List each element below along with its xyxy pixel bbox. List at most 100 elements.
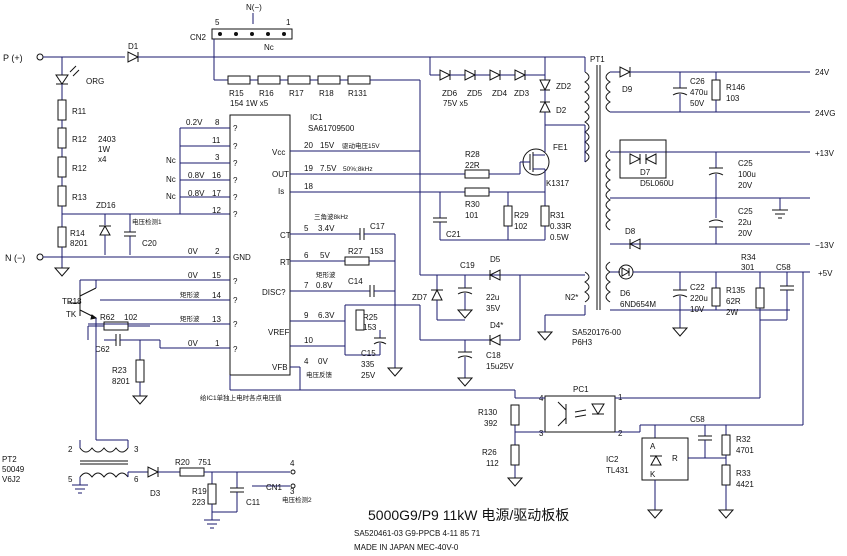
d1-label: D1 <box>128 42 139 51</box>
ic1-pin2-volt: 0V <box>188 247 198 256</box>
c20-label: C20 <box>142 239 157 248</box>
ic1-pin6-volt: 5V <box>320 251 330 260</box>
c26-label: C26 <box>690 77 705 86</box>
ic1-disc-note: 矩形波 <box>316 270 336 279</box>
c58a-label: C58 <box>776 263 791 272</box>
pc1-pin2: 2 <box>618 429 623 438</box>
r27-label: R27 <box>348 247 363 256</box>
ic1-pin15-q: ? <box>233 277 238 286</box>
c58b-label: C58 <box>690 415 705 424</box>
c25a-label: C25 <box>738 159 753 168</box>
ic1-pin2-num: 2 <box>215 247 220 256</box>
n-minus-rail: N (−) <box>5 247 230 277</box>
pc1-label: PC1 <box>573 385 589 394</box>
zd7-label: ZD7 <box>412 293 428 302</box>
cn1-label: CN1 <box>266 483 283 492</box>
org-label: ORG <box>86 77 104 86</box>
c19-value-b: 35V <box>486 304 501 313</box>
rstring-value: 154 1W x5 <box>230 99 269 108</box>
ic1-pin5-num: 5 <box>304 224 309 233</box>
ic2-r-label: R <box>672 454 678 463</box>
r19-value: 223 <box>192 498 206 507</box>
ic1-rt-name: RT <box>280 258 291 267</box>
out-5v: +5V D6 6ND654M C22 220u 10V R135 62R 2W … <box>610 253 833 425</box>
rail-p13: +13V <box>815 149 835 158</box>
n-minus-top-label: N(−) <box>246 3 262 12</box>
title-line2: SA520461-03 G9-PPCB 4-11 85 71 <box>354 529 481 538</box>
ic1-part: SA61709500 <box>308 124 355 133</box>
pt2-pin2: 2 <box>68 445 73 454</box>
ic1-wave-note-1: 矩形波 <box>180 290 200 299</box>
ic1-pin9-num: 9 <box>304 311 309 320</box>
d9-label: D9 <box>622 85 633 94</box>
cn2-label: CN2 <box>190 33 207 42</box>
pt2-section: PT2 50049 V6J2 2 3 5 6 D3 R20 751 R19 22… <box>2 439 312 529</box>
c11-label: C11 <box>246 498 261 507</box>
r13-label: R13 <box>72 193 87 202</box>
r62-label: R62 <box>100 313 115 322</box>
ic1-name: IC1 <box>310 113 323 122</box>
r131-label: R131 <box>348 89 368 98</box>
ic1-pin7-volt: 0.8V <box>316 281 333 290</box>
out-24v: 24V D9 24VG C26 470u 50V R146 103 <box>610 66 835 118</box>
r28-value: 22R <box>465 161 480 170</box>
ic1-pin13-q: ? <box>233 320 238 329</box>
ic1-pin3-q: ? <box>233 159 238 168</box>
ic2-value: TL431 <box>606 466 629 475</box>
d3-label: D3 <box>150 489 161 498</box>
c18-label: C18 <box>486 351 501 360</box>
ic1-disc-name: DISC? <box>262 288 286 297</box>
title-line3: MADE IN JAPAN MEC-40V-0 <box>354 543 459 552</box>
r31-value-b: 0.5W <box>550 233 569 242</box>
c22-value-b: 10V <box>690 305 705 314</box>
c25a-value-a: 100u <box>738 170 756 179</box>
cn2-nc-label: Nc <box>264 43 274 52</box>
ic1-pin11-num: 11 <box>212 136 221 145</box>
c15-value-a: 335 <box>361 360 375 369</box>
ic1-vfb-name: VFB <box>272 363 288 372</box>
ic1-nc-2: Nc <box>166 175 176 184</box>
ic1-vcc-name: Vcc <box>272 148 285 157</box>
pt2-pin3: 3 <box>134 445 139 454</box>
zd5-label: ZD5 <box>467 89 483 98</box>
p-plus-label: P (+) <box>3 53 23 63</box>
ic1-pin15-num: 15 <box>212 271 221 280</box>
pt2-label: PT2 <box>2 455 17 464</box>
cn1-note: 电压检测2 <box>282 495 312 504</box>
r29-label: R29 <box>514 211 529 220</box>
r14-value: 8201 <box>70 239 88 248</box>
pt2-pin5: 5 <box>68 475 73 484</box>
ic1-pin16-num: 16 <box>212 171 221 180</box>
c15-label: C15 <box>361 349 376 358</box>
ic1-out-name: OUT <box>272 170 289 179</box>
r28-label: R28 <box>465 150 480 159</box>
ic1-pin12-q: ? <box>233 210 238 219</box>
ic1-pin19-note: 50%;8kHz <box>343 166 373 173</box>
r12a-label: R12 <box>72 135 87 144</box>
n2-label: N2* <box>565 293 578 302</box>
r18-label: R18 <box>319 89 334 98</box>
ic1-pin14-q: ? <box>233 296 238 305</box>
cn1-pin3: 3 <box>290 487 295 496</box>
zd6-label: ZD6 <box>442 89 458 98</box>
ic1-pin9-volt: 6.3V <box>318 311 335 320</box>
r26-label: R26 <box>482 448 497 457</box>
c25b-value-a: 22u <box>738 218 751 227</box>
d6-value: 6ND654M <box>620 300 656 309</box>
d7-value: D5L060U <box>640 179 674 188</box>
c15-value-b: 25V <box>361 371 376 380</box>
left-divider-chain: ORG R11 R12 R12 R13 2403 1W x4 电压检测1 R14… <box>55 65 230 255</box>
r25-label: R25 <box>363 313 378 322</box>
d2-label: D2 <box>556 106 567 115</box>
ic1-wave-note-2: 矩形波 <box>180 314 200 323</box>
c19-value-a: 22u <box>486 293 499 302</box>
r31-value-a: 0.33R <box>550 222 572 231</box>
aux-supply: C19 22u 35V D5 ZD7 D4* C18 15u25V <box>412 255 586 387</box>
pt1-label: PT1 <box>590 55 605 64</box>
ic1-pin6-num: 6 <box>304 251 309 260</box>
d4-label: D4* <box>490 321 503 330</box>
feedback: PC1 4 3 1 2 R130 392 R26 112 C58 IC2 TL4… <box>478 385 803 519</box>
ic1-pin4-num: 4 <box>304 357 309 366</box>
ic1-pin5-volt: 3.4V <box>318 224 335 233</box>
